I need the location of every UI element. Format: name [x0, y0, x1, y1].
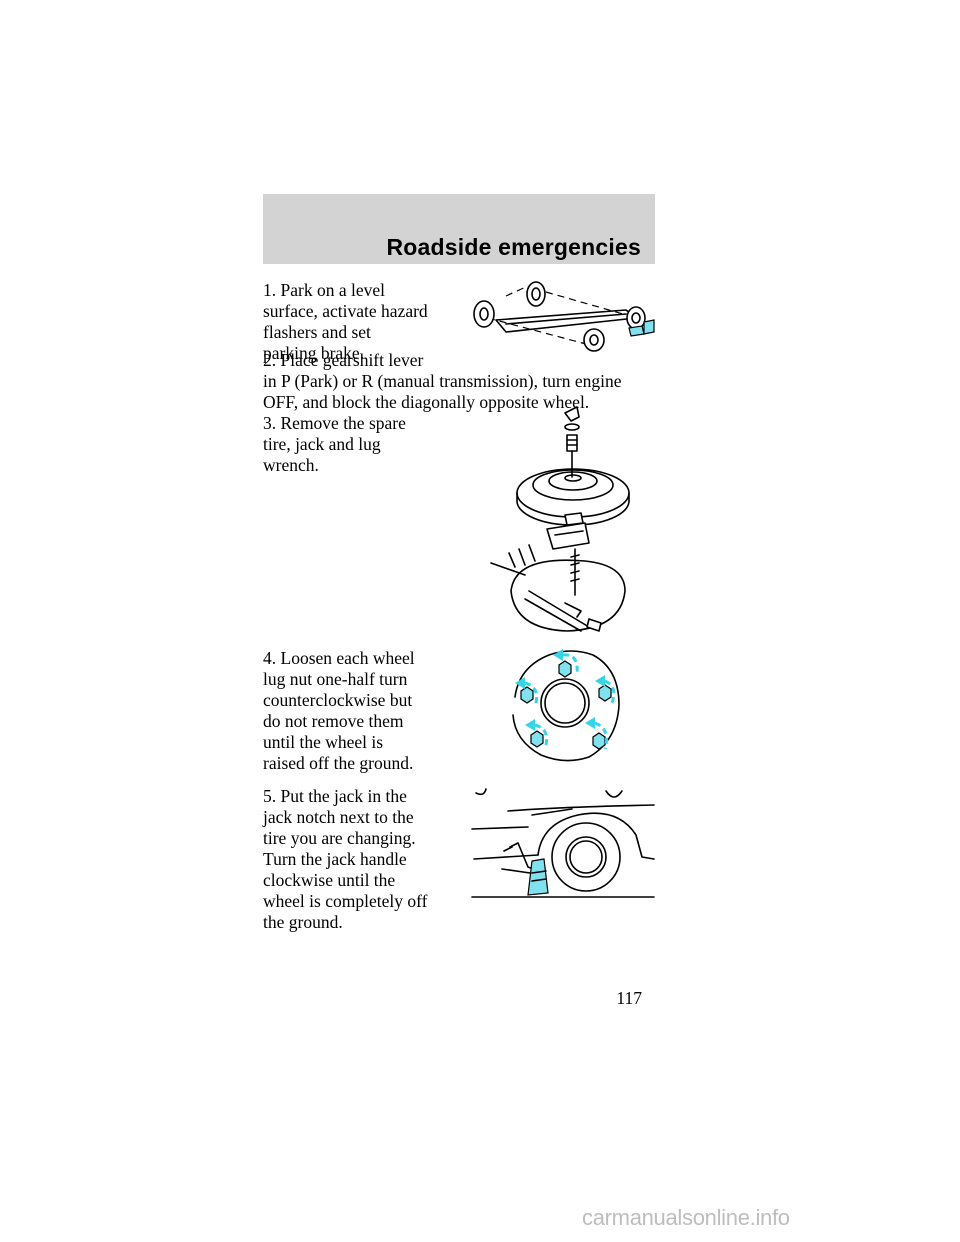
step-line: 1. Park on a level: [263, 280, 385, 300]
step-3-text: 3. Remove the spare tire, jack and lug w…: [263, 413, 406, 476]
jack-under-car-icon: [471, 788, 655, 898]
lug-nut-icon: [530, 730, 544, 748]
step-line: wheel is completely off: [263, 891, 428, 911]
step-1-text: 1. Park on a level surface, activate haz…: [263, 280, 428, 364]
lug-nut-icon: [520, 686, 534, 704]
step-2-text: 2. Place gearshift lever in P (Park) or …: [263, 350, 622, 413]
step-line: until the wheel is: [263, 732, 384, 752]
step-line: 3. Remove the spare: [263, 413, 406, 433]
step-5-text: 5. Put the jack in the jack notch next t…: [263, 786, 427, 933]
step-line: flashers and set: [263, 322, 371, 342]
step-line: wrench.: [263, 455, 319, 475]
step-line: counterclockwise but: [263, 690, 413, 710]
spare-tire-jack-wrench-icon: [490, 406, 630, 632]
step-4-text: 4. Loosen each wheel lug nut one-half tu…: [263, 648, 415, 774]
step-line: tire you are changing.: [263, 828, 416, 848]
step-line: do not remove them: [263, 711, 404, 731]
step-line: jack notch next to the: [263, 807, 414, 827]
step-line: the ground.: [263, 912, 343, 932]
step-line: in P (Park) or R (manual transmission), …: [263, 371, 622, 391]
section-header: Roadside emergencies: [263, 194, 655, 264]
step-line: raised off the ground.: [263, 753, 414, 773]
step-line: OFF, and block the diagonally opposite w…: [263, 392, 590, 412]
step-line: Turn the jack handle: [263, 849, 407, 869]
step-line: 4. Loosen each wheel: [263, 648, 415, 668]
lug-nut-loosening-icon: [512, 649, 620, 762]
step-line: 5. Put the jack in the: [263, 786, 407, 806]
wheel-block-diagram-icon: [473, 281, 655, 352]
step-line: 2. Place gearshift lever: [263, 350, 424, 370]
step-line: lug nut one-half turn: [263, 669, 408, 689]
page-number: 117: [616, 988, 642, 1008]
lug-nut-icon: [598, 684, 612, 702]
step-line: tire, jack and lug: [263, 434, 381, 454]
step-line: surface, activate hazard: [263, 301, 428, 321]
watermark: carmanualsonline.info: [582, 1205, 790, 1230]
lug-nut-icon: [558, 660, 572, 678]
lug-nut-icon: [592, 732, 606, 750]
step-line: clockwise until the: [263, 870, 396, 890]
step-line: parking brake.: [263, 343, 365, 363]
section-title: Roadside emergencies: [386, 234, 641, 260]
